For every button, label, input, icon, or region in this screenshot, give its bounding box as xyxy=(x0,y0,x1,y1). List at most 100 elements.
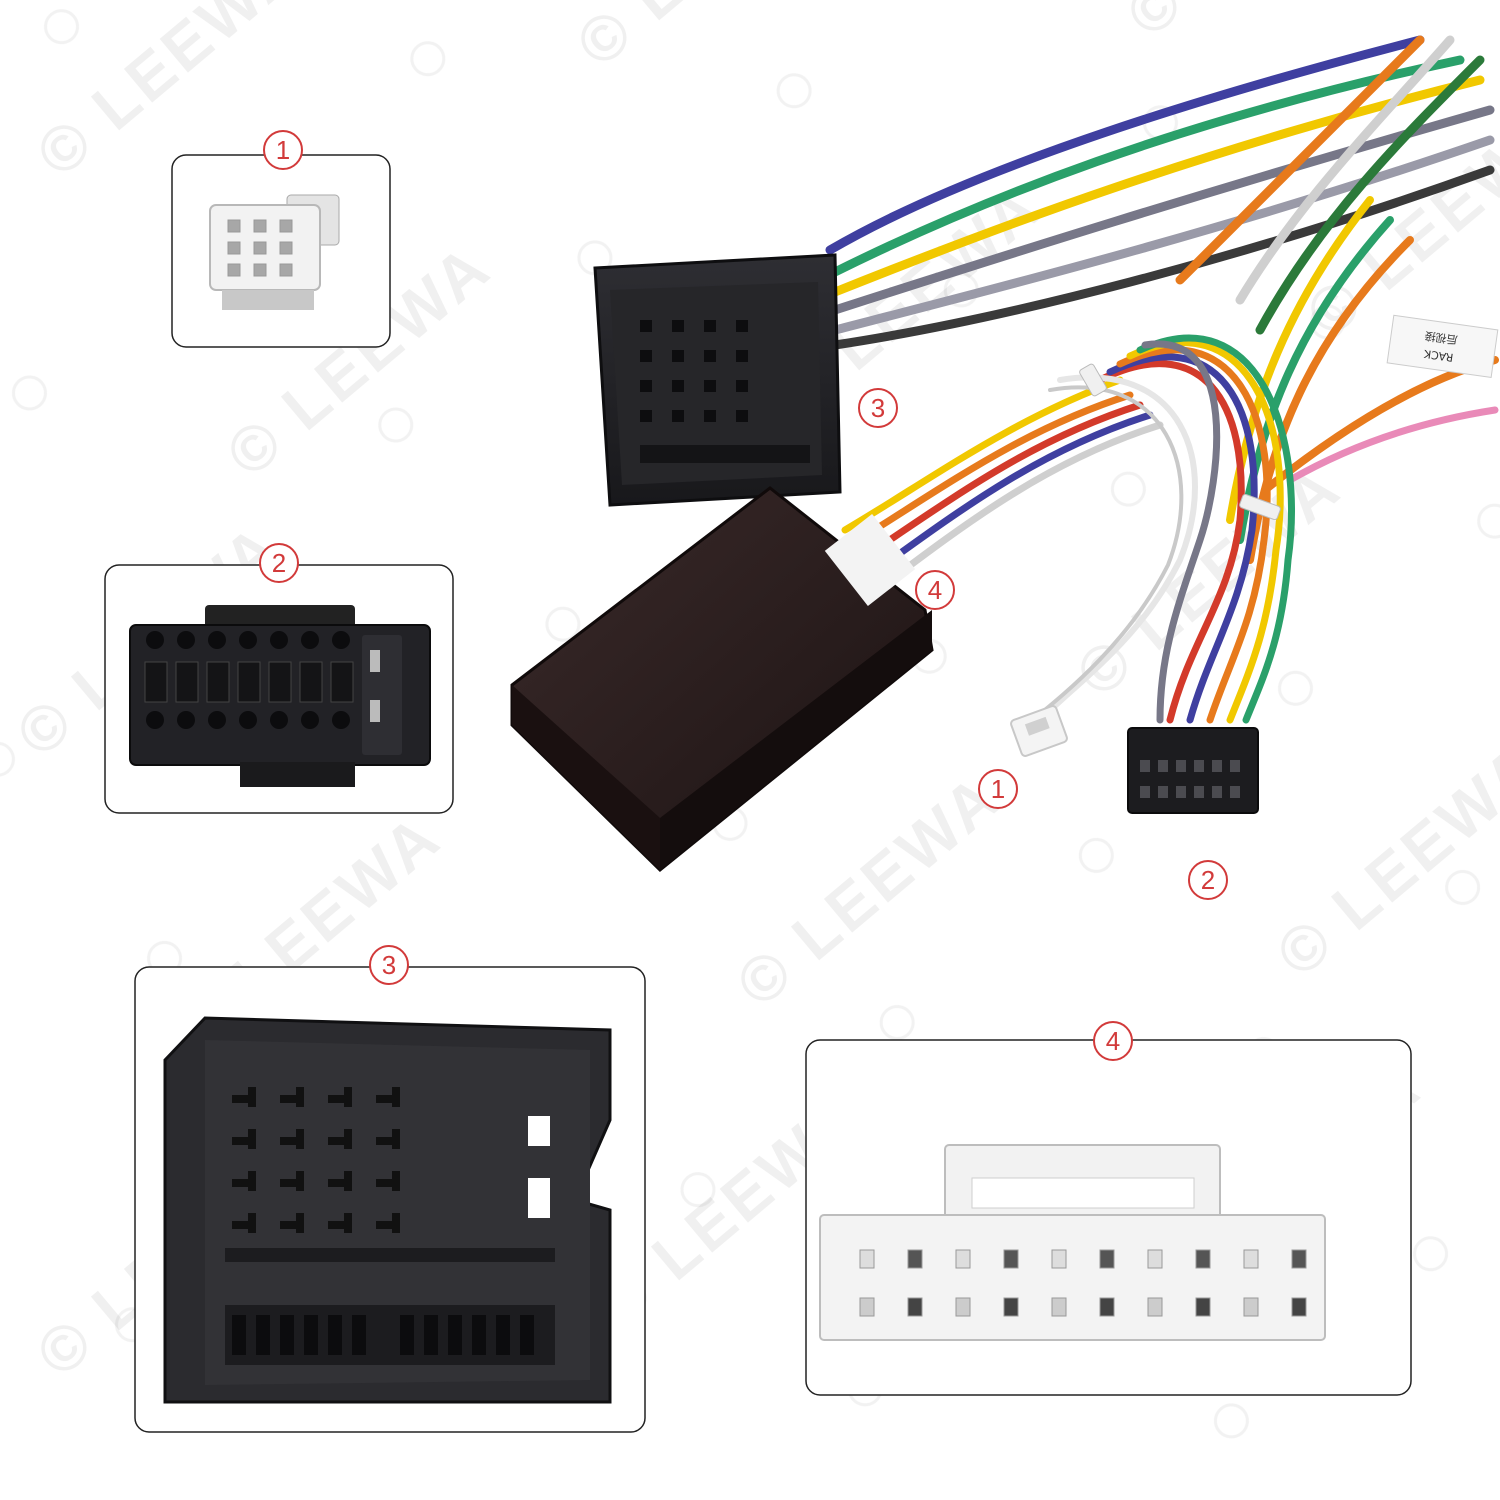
pin xyxy=(672,320,684,332)
pin xyxy=(520,1315,534,1355)
pin xyxy=(704,380,716,392)
pin xyxy=(144,661,168,703)
callout-circle-h2 xyxy=(1188,860,1228,900)
pin xyxy=(496,1315,510,1355)
callout-label-d2: 2 xyxy=(272,548,286,578)
pin xyxy=(1003,1297,1019,1317)
pin xyxy=(253,241,267,255)
pin xyxy=(400,1315,414,1355)
pin xyxy=(907,1249,923,1269)
pin xyxy=(1051,1297,1067,1317)
callout-circle-h1 xyxy=(978,769,1018,809)
pin xyxy=(370,700,380,722)
pin xyxy=(239,711,257,729)
white-plug-illustration xyxy=(209,194,340,310)
pin xyxy=(177,631,195,649)
pin xyxy=(1147,1297,1163,1317)
pin xyxy=(1158,760,1168,772)
pin xyxy=(270,631,288,649)
wire-tag: RACK 后视接 xyxy=(1386,314,1499,378)
pin xyxy=(280,1315,294,1355)
pin xyxy=(1195,1297,1211,1317)
pin xyxy=(640,350,652,362)
harness-connector-3 xyxy=(593,253,842,507)
pin xyxy=(859,1249,875,1269)
pin xyxy=(239,631,257,649)
pin xyxy=(253,263,267,277)
pin xyxy=(328,1129,352,1149)
pin xyxy=(640,410,652,422)
pin xyxy=(1176,760,1186,772)
pin xyxy=(232,1129,256,1149)
pin xyxy=(704,320,716,332)
pin xyxy=(256,1315,270,1355)
wire-tag-line1: RACK xyxy=(1422,347,1454,364)
pin xyxy=(352,1315,366,1355)
pin xyxy=(1194,760,1204,772)
pin xyxy=(253,219,267,233)
pin xyxy=(232,1213,256,1233)
pin xyxy=(177,711,195,729)
pin xyxy=(146,711,164,729)
pin xyxy=(206,661,230,703)
pin xyxy=(280,1129,304,1149)
pin xyxy=(1099,1249,1115,1269)
wire-tag-line2: 后视接 xyxy=(1424,329,1459,347)
pin xyxy=(227,241,241,255)
pin xyxy=(448,1315,462,1355)
pin xyxy=(736,380,748,392)
pin xyxy=(279,241,293,255)
pin xyxy=(270,711,288,729)
callout-circle-d1 xyxy=(263,130,303,170)
pin xyxy=(280,1171,304,1191)
pin xyxy=(672,410,684,422)
pin xyxy=(279,263,293,277)
pin xyxy=(232,1087,256,1107)
iso-connector-illustration xyxy=(129,605,431,787)
pin xyxy=(299,661,323,703)
pin xyxy=(332,711,350,729)
pin xyxy=(704,350,716,362)
pin xyxy=(1212,760,1222,772)
pin xyxy=(1003,1249,1019,1269)
pin xyxy=(304,1315,318,1355)
callout-label-h1: 1 xyxy=(991,774,1005,804)
pin xyxy=(1051,1249,1067,1269)
white-20pin-illustration xyxy=(819,1144,1326,1341)
callout-circle-d4 xyxy=(1093,1021,1133,1061)
callout-label-d3: 3 xyxy=(382,950,396,980)
pin xyxy=(640,320,652,332)
pin xyxy=(736,350,748,362)
callout-circle-h4 xyxy=(915,570,955,610)
pin xyxy=(672,380,684,392)
pin xyxy=(424,1315,438,1355)
pin xyxy=(232,1171,256,1191)
pin xyxy=(175,661,199,703)
pin xyxy=(227,263,241,277)
pin xyxy=(1243,1249,1259,1269)
pin xyxy=(237,661,261,703)
pin xyxy=(472,1315,486,1355)
pin xyxy=(328,1087,352,1107)
pin xyxy=(146,631,164,649)
detail-panel-3: 3 xyxy=(134,945,646,1433)
pin xyxy=(1140,786,1150,798)
pin xyxy=(1230,760,1240,772)
pin xyxy=(1243,1297,1259,1317)
pin xyxy=(268,661,292,703)
pin xyxy=(1099,1297,1115,1317)
pin xyxy=(672,350,684,362)
harness-callouts: 3 4 1 2 xyxy=(858,388,1228,900)
pin xyxy=(370,650,380,672)
pin xyxy=(328,1315,342,1355)
callout-circle-d3 xyxy=(369,945,409,985)
pin xyxy=(328,1171,352,1191)
pin xyxy=(1291,1297,1307,1317)
pin xyxy=(376,1087,400,1107)
pin xyxy=(208,631,226,649)
pin xyxy=(232,1315,246,1355)
pin xyxy=(955,1249,971,1269)
callout-label-h4: 4 xyxy=(928,575,942,605)
wire-bundle xyxy=(825,35,1499,724)
